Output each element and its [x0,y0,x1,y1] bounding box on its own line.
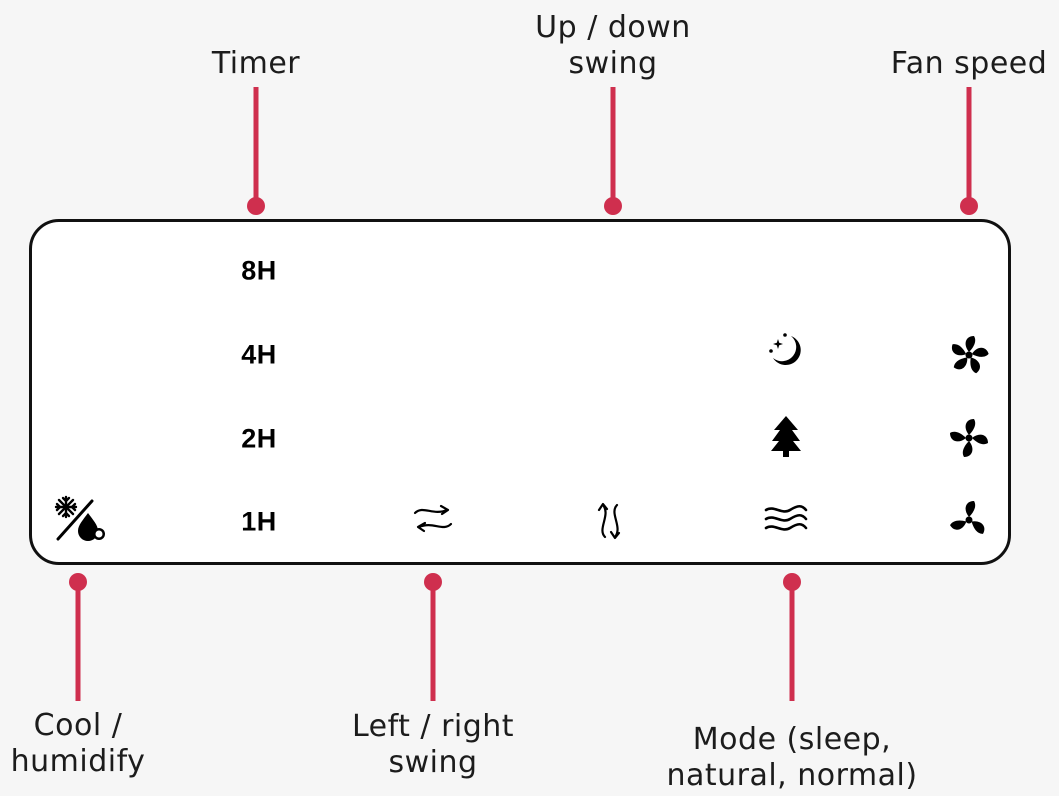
timer-8h[interactable]: 8H [241,255,277,286]
snowflake-drop-icon[interactable] [52,495,108,543]
mode-callout-label: Mode (sleep, natural, normal) [666,722,917,794]
left-right-swing-callout-line [430,583,436,701]
control-panel [29,219,1011,565]
updown-swing-label-line2: swing [568,46,658,81]
cool-humidify-callout-line [75,583,81,701]
cool-humidify-callout-label: Cool / humidify [11,708,146,780]
mode-callout-line [789,583,795,701]
timer-callout-line [253,87,259,205]
fan-low-icon[interactable] [947,498,991,542]
mode-callout-dot [783,573,801,591]
up-down-swing-icon[interactable] [593,501,629,541]
timer-1h[interactable]: 1H [241,506,277,537]
updown-swing-callout-line [610,87,616,205]
fan-medium-icon[interactable] [947,416,991,460]
left-right-swing-label-line1: Left / right [351,709,515,744]
cool-humidify-label-line2: humidify [10,744,146,779]
left-right-swing-label-line2: swing [388,745,478,780]
moon-stars-icon[interactable] [765,330,809,374]
timer-2h[interactable]: 2H [241,423,277,454]
fan-speed-callout-line [966,87,972,205]
mode-label-line2: natural, normal) [666,758,918,793]
cool-humidify-callout-dot [69,573,87,591]
cool-humidify-label-line1: Cool / [33,708,123,743]
fan-speed-callout-label: Fan speed [890,46,1048,81]
fan-speed-callout-dot [960,197,978,215]
mode-label-line1: Mode (sleep, [692,722,892,757]
updown-swing-label-line1: Up / down [535,10,691,45]
left-right-swing-callout-dot [424,573,442,591]
fan-high-icon[interactable] [947,333,991,377]
left-right-swing-icon[interactable] [411,502,455,534]
timer-callout-label: Timer [211,46,301,81]
updown-swing-callout-dot [604,197,622,215]
timer-callout-dot [247,197,265,215]
tree-icon[interactable] [768,414,804,458]
timer-4h[interactable]: 4H [241,339,277,370]
updown-swing-callout-label: Up / down swing [535,10,691,82]
left-right-swing-callout-label: Left / right swing [352,709,514,781]
waves-icon[interactable] [762,503,810,535]
